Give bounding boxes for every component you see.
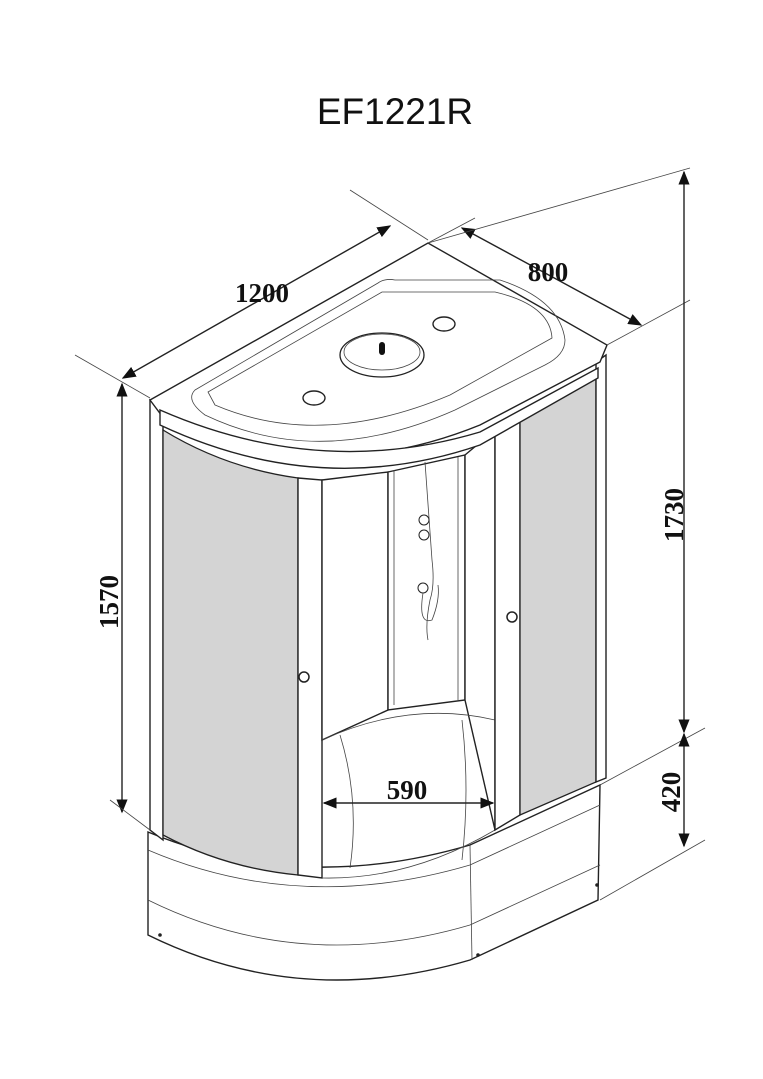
right-glass-panel bbox=[494, 353, 607, 832]
mixer-knob-icon bbox=[418, 529, 430, 541]
speaker-icon bbox=[302, 316, 456, 406]
total-height-dimension-label: 1730 bbox=[659, 488, 689, 542]
cabin-height-dimension-label: 1570 bbox=[94, 575, 124, 629]
hand-shower-icon bbox=[417, 582, 429, 594]
door-handle-left-icon bbox=[298, 671, 310, 683]
depth-dimension-label: 800 bbox=[528, 257, 569, 287]
mixer-knob-icon bbox=[418, 514, 430, 526]
left-glass-panel bbox=[149, 398, 323, 879]
model-title: EF1221R bbox=[317, 91, 473, 132]
dimension-lines bbox=[74, 167, 706, 901]
interior-back bbox=[321, 428, 496, 879]
door-handle-right-icon bbox=[506, 611, 518, 623]
door-opening-dimension-label: 590 bbox=[387, 775, 428, 805]
width-dimension-label: 1200 bbox=[235, 278, 289, 308]
tray-height-dimension-label: 420 bbox=[656, 772, 686, 813]
